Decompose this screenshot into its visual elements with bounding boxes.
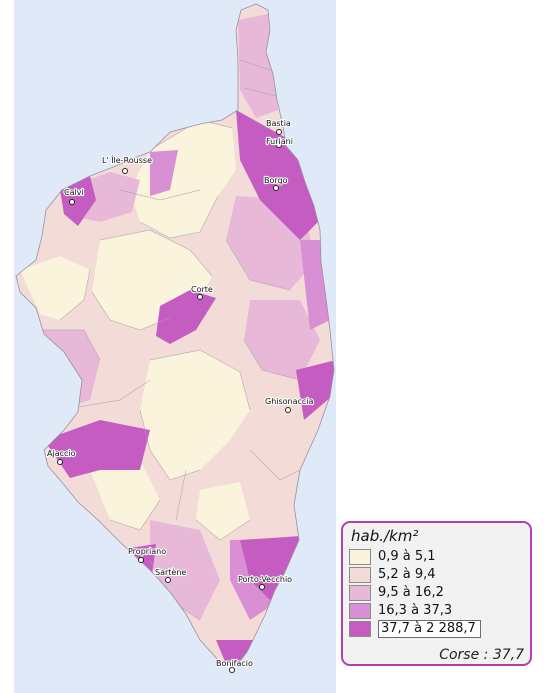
area-nebbio bbox=[150, 150, 178, 196]
city-dot-bastia bbox=[276, 129, 282, 135]
city-dot-furiani bbox=[276, 142, 282, 148]
area-calvi bbox=[60, 176, 96, 226]
city-label-ile-rousse: L' Île-Rousse bbox=[102, 154, 152, 165]
legend-label: 16,3 à 37,3 bbox=[378, 603, 453, 618]
city-dot-propriano bbox=[138, 557, 144, 563]
city-dot-ghisonaccia bbox=[285, 407, 291, 413]
area-corte bbox=[156, 290, 216, 344]
legend-label: 9,5 à 16,2 bbox=[378, 585, 444, 600]
city-label-propriano: Propriano bbox=[128, 547, 166, 556]
area-ajaccio bbox=[44, 420, 150, 478]
city-label-calvi: Calvi bbox=[64, 188, 84, 197]
area-interior-south bbox=[140, 350, 250, 480]
city-label-borgo: Borgo bbox=[264, 176, 288, 185]
legend-swatch bbox=[349, 621, 371, 637]
city-dot-porto-vecchio bbox=[259, 584, 265, 590]
city-label-ghisonaccia: Ghisonaccia bbox=[265, 397, 314, 406]
city-dot-corte bbox=[197, 294, 203, 300]
area-west-coast bbox=[20, 256, 90, 320]
legend-label: 37,7 à 2 288,7 bbox=[378, 620, 481, 638]
legend-swatch bbox=[349, 567, 371, 583]
legend-item: 16,3 à 37,3 bbox=[349, 602, 524, 620]
city-label-corte: Corte bbox=[191, 285, 213, 294]
legend-item: 9,5 à 16,2 bbox=[349, 584, 524, 602]
city-dot-calvi bbox=[69, 199, 75, 205]
legend-label: 5,2 à 9,4 bbox=[378, 567, 436, 582]
legend-swatch bbox=[349, 603, 371, 619]
city-label-bastia: Bastia bbox=[266, 119, 291, 128]
island-outline bbox=[15, 3, 335, 667]
city-label-bonifacio: Bonifacio bbox=[216, 659, 253, 668]
commune-boundaries bbox=[36, 59, 301, 621]
legend-swatch bbox=[349, 585, 371, 601]
area-east-plain bbox=[244, 300, 320, 380]
city-label-porto-vecchio: Porto-Vecchio bbox=[238, 575, 292, 584]
area-bastia bbox=[236, 110, 320, 240]
legend-item: 37,7 à 2 288,7 bbox=[349, 620, 524, 638]
legend-footer: Corse : 37,7 bbox=[439, 647, 524, 663]
legend-item: 0,9 à 5,1 bbox=[349, 548, 524, 566]
legend-item: 5,2 à 9,4 bbox=[349, 566, 524, 584]
commune-areas bbox=[20, 14, 334, 666]
city-dot-borgo bbox=[273, 185, 279, 191]
city-label-ajaccio: Ajaccio bbox=[47, 449, 76, 458]
map-legend: hab./km² 0,9 à 5,1 5,2 à 9,4 9,5 à 16,2 … bbox=[341, 521, 532, 666]
legend-label: 0,9 à 5,1 bbox=[378, 549, 436, 564]
area-ghisonaccia bbox=[296, 360, 334, 420]
city-dot-sartene bbox=[165, 577, 171, 583]
legend-swatch bbox=[349, 549, 371, 565]
city-dot-ile-rousse bbox=[122, 168, 128, 174]
area-interior-north bbox=[130, 120, 236, 238]
city-dot-ajaccio bbox=[57, 459, 63, 465]
area-southeast bbox=[196, 482, 250, 540]
legend-title: hab./km² bbox=[351, 527, 419, 545]
city-markers: Bastia Furiani L' Île-Rousse Calvi Borgo… bbox=[46, 118, 315, 673]
area-southwest bbox=[90, 460, 160, 530]
city-label-sartene: Sartène bbox=[155, 567, 186, 577]
city-label-furiani: Furiani bbox=[266, 137, 293, 146]
city-dot-bonifacio bbox=[229, 667, 235, 673]
